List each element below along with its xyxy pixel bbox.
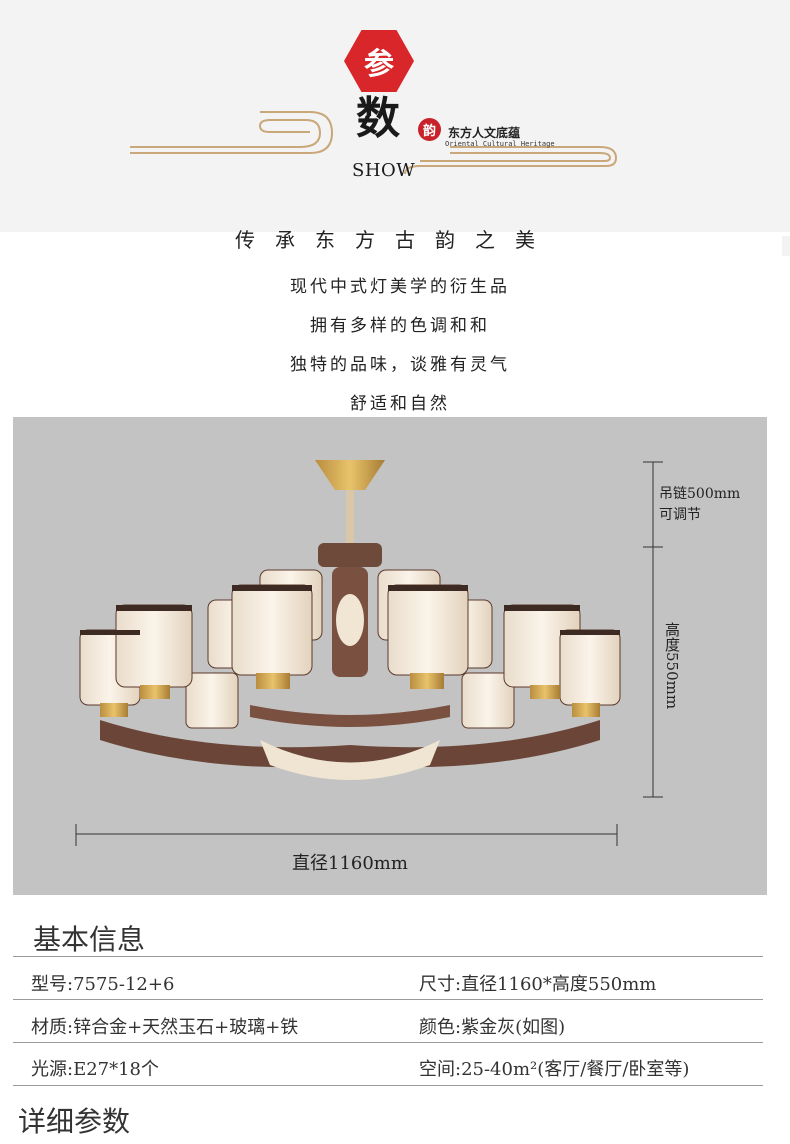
chandelier-illustration — [79, 460, 621, 780]
badge-char: 参 — [364, 47, 394, 82]
intro-line: 现代中式灯美学的衍生品 — [290, 277, 510, 297]
intro-line: 拥有多样的色调和和 — [310, 316, 490, 336]
seal-subtitle: Oriental Cultural Heritage — [445, 140, 555, 148]
intro-line: 舒适和自然 — [350, 394, 450, 414]
diameter-label: 直径1160mm — [292, 853, 408, 874]
divider — [13, 1085, 763, 1086]
corner-mark — [782, 236, 790, 256]
intro-line: 独特的品味，谈雅有灵气 — [290, 355, 510, 375]
seal-char: 韵 — [422, 124, 436, 139]
chain-adjustable-label: 可调节 — [659, 507, 701, 523]
intro-heading: 传承东方古韵之美 — [235, 228, 555, 252]
material-cell: 材质:锌合金+天然玉石+玻璃+铁 — [31, 1017, 299, 1038]
color-cell: 颜色:紫金灰(如图) — [419, 1017, 566, 1038]
light-source-cell: 光源:E27*18个 — [31, 1059, 160, 1080]
section-big-char: 数 — [356, 93, 400, 144]
height-label: 高度550mm — [663, 622, 681, 710]
divider — [13, 1042, 763, 1043]
dimension-lines — [75, 461, 663, 846]
model-cell: 型号:7575-12+6 — [31, 974, 175, 995]
divider — [13, 956, 763, 957]
basic-info-title: 基本信息 — [33, 924, 146, 955]
seal-icon: 韵 — [418, 118, 441, 141]
space-cell: 空间:25-40m²(客厅/餐厅/卧室等) — [419, 1059, 690, 1080]
detail-params-title: 详细参数 — [18, 1106, 131, 1137]
size-cell: 尺寸:直径1160*高度550mm — [419, 974, 657, 995]
chain-length-label: 吊链500mm — [659, 486, 741, 502]
seal-text: 东方人文底蕴 — [448, 126, 521, 140]
cloud-line-decoration — [130, 111, 618, 175]
divider — [13, 999, 763, 1000]
show-label: SHOW — [352, 160, 416, 181]
